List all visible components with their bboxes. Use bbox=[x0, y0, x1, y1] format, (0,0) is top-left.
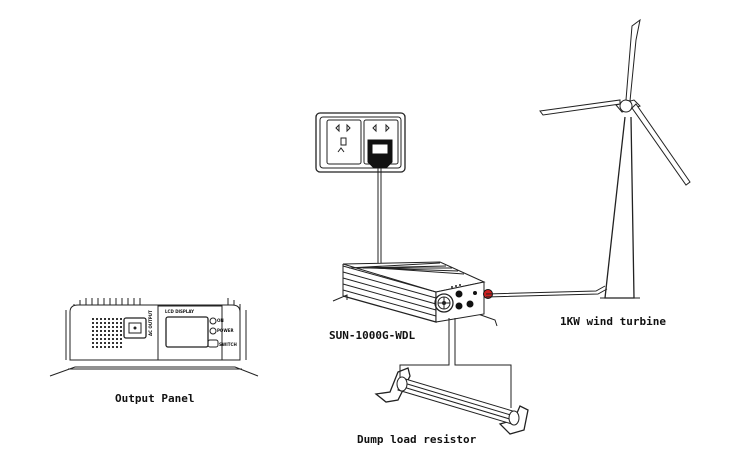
inverter-caption: SUN-1000G-WDL bbox=[329, 329, 415, 342]
vent-hole bbox=[96, 338, 98, 340]
socket-outlet-left bbox=[326, 119, 362, 165]
vent-hole bbox=[100, 334, 102, 336]
vent-hole bbox=[104, 318, 106, 320]
wall-socket bbox=[315, 112, 406, 173]
on-indicator-icon bbox=[209, 317, 217, 325]
vent-hole bbox=[96, 318, 98, 320]
vent-hole bbox=[112, 330, 114, 332]
vent-hole bbox=[116, 346, 118, 348]
switch-label: SWITCH bbox=[219, 342, 237, 347]
vent-hole bbox=[120, 338, 122, 340]
vent-hole bbox=[120, 334, 122, 336]
vent-hole bbox=[96, 342, 98, 344]
vent-hole bbox=[108, 346, 110, 348]
vent-hole bbox=[92, 322, 94, 324]
fan-icon bbox=[434, 293, 454, 313]
vent-hole bbox=[116, 330, 118, 332]
switch-icon bbox=[207, 339, 219, 348]
vent-hole bbox=[92, 342, 94, 344]
vent-hole bbox=[112, 346, 114, 348]
vent-hole bbox=[96, 322, 98, 324]
dump-cable-left bbox=[399, 318, 450, 384]
vent-hole bbox=[104, 326, 106, 328]
inverter-fins bbox=[342, 262, 465, 317]
vent-hole bbox=[116, 322, 118, 324]
vent-hole bbox=[104, 338, 106, 340]
vent-hole bbox=[100, 326, 102, 328]
vent-hole bbox=[112, 322, 114, 324]
vent-hole bbox=[120, 330, 122, 332]
vent-hole bbox=[116, 318, 118, 320]
ac-socket-icon bbox=[123, 317, 147, 339]
vent-hole bbox=[92, 334, 94, 336]
vent-hole bbox=[104, 334, 106, 336]
vent-hole bbox=[92, 338, 94, 340]
vent-hole bbox=[104, 346, 106, 348]
vent-hole bbox=[96, 326, 98, 328]
output-panel-caption: Output Panel bbox=[115, 392, 194, 405]
wind-turbine-caption: 1KW wind turbine bbox=[560, 315, 666, 328]
wind-turbine: 1KW wind turbine bbox=[539, 18, 691, 328]
turbine-blade-right bbox=[631, 103, 691, 186]
power-indicator-icon bbox=[209, 327, 217, 335]
vent-hole bbox=[104, 330, 106, 332]
output-panel: AC OUTPUT LCD DISPLAY ON POWER SWITCH Ou… bbox=[49, 298, 259, 405]
vent-hole bbox=[108, 326, 110, 328]
dump-cable-right bbox=[454, 318, 512, 408]
vent-hole bbox=[112, 338, 114, 340]
vent-hole bbox=[112, 326, 114, 328]
turbine-cable bbox=[485, 285, 606, 295]
vent-hole bbox=[92, 330, 94, 332]
dump-load-resistor: Dump load resistor bbox=[357, 367, 529, 446]
vent-hole bbox=[108, 342, 110, 344]
vent-hole bbox=[100, 330, 102, 332]
vent-hole bbox=[108, 318, 110, 320]
vent-hole bbox=[120, 342, 122, 344]
vent-hole bbox=[116, 342, 118, 344]
vent-hole bbox=[112, 334, 114, 336]
vent-hole bbox=[104, 342, 106, 344]
output-panel-vent-grid bbox=[92, 318, 122, 348]
vent-hole bbox=[96, 346, 98, 348]
vent-hole bbox=[96, 330, 98, 332]
vent-hole bbox=[120, 346, 122, 348]
vent-hole bbox=[116, 326, 118, 328]
output-panel-base bbox=[49, 366, 259, 377]
vent-hole bbox=[100, 346, 102, 348]
vent-hole bbox=[112, 342, 114, 344]
vent-hole bbox=[100, 318, 102, 320]
lcd-display-label: LCD DISPLAY bbox=[165, 309, 194, 314]
vent-hole bbox=[104, 322, 106, 324]
turbine-blade-left bbox=[539, 99, 621, 116]
vent-hole bbox=[116, 334, 118, 336]
vent-hole bbox=[120, 318, 122, 320]
vent-hole bbox=[112, 318, 114, 320]
vent-hole bbox=[92, 326, 94, 328]
vent-hole bbox=[108, 338, 110, 340]
connector-black-icon bbox=[455, 290, 463, 298]
vent-hole bbox=[108, 334, 110, 336]
vent-hole bbox=[120, 326, 122, 328]
vent-hole bbox=[108, 330, 110, 332]
lcd-screen bbox=[165, 316, 209, 348]
vent-hole bbox=[96, 334, 98, 336]
vent-hole bbox=[92, 346, 94, 348]
vent-hole bbox=[92, 318, 94, 320]
power-label: POWER bbox=[217, 328, 234, 333]
on-label: ON bbox=[217, 318, 224, 323]
vent-hole bbox=[116, 338, 118, 340]
vent-hole bbox=[108, 322, 110, 324]
vent-hole bbox=[100, 338, 102, 340]
vent-hole bbox=[120, 322, 122, 324]
vent-hole bbox=[100, 342, 102, 344]
inverter-unit: SUN-1000G-WDL bbox=[329, 261, 498, 342]
ac-output-label: AC OUTPUT bbox=[148, 310, 153, 336]
turbine-blade-up bbox=[625, 18, 641, 102]
dump-load-caption: Dump load resistor bbox=[357, 433, 477, 446]
vent-hole bbox=[100, 322, 102, 324]
